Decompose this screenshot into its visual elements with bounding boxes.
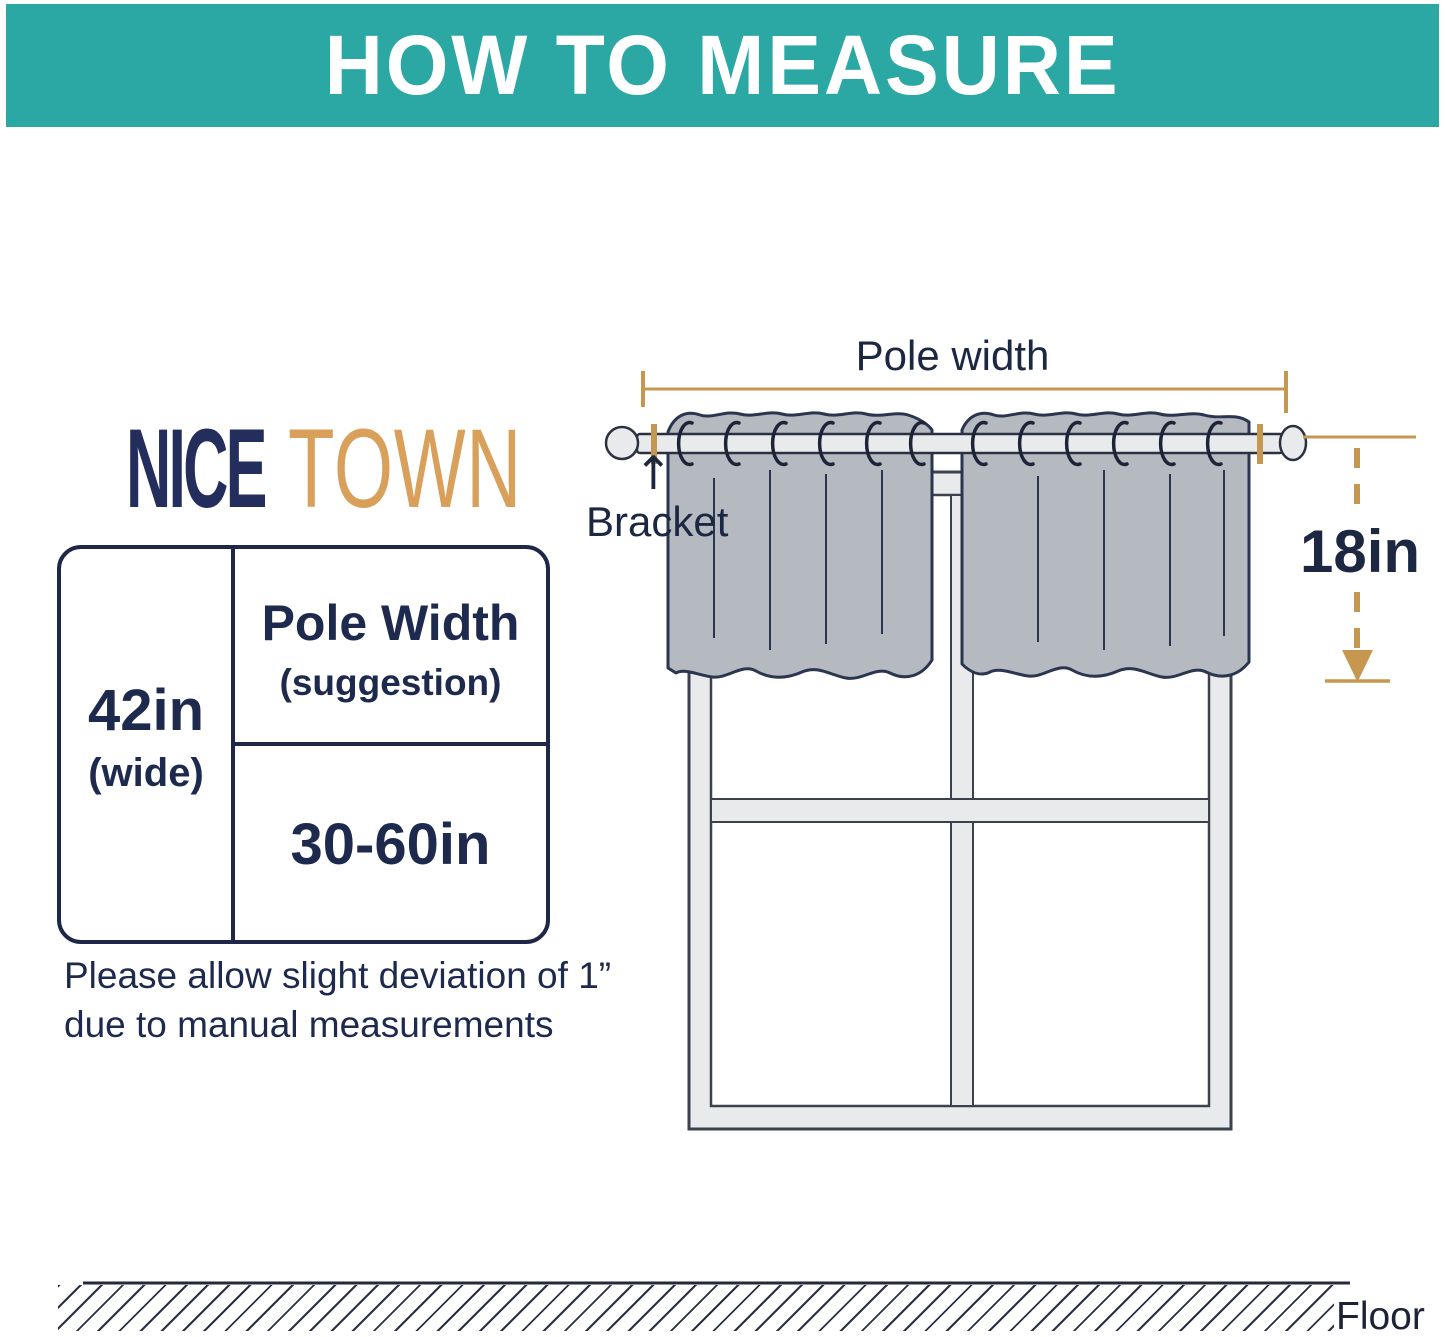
window-meeting-rail bbox=[710, 798, 1210, 823]
bracket-label: Bracket bbox=[586, 498, 729, 545]
curtain-hooks bbox=[676, 420, 1223, 467]
measurement-note-line2: due to manual measurements bbox=[64, 1003, 554, 1045]
arrow-up-icon: ↑ bbox=[634, 446, 673, 500]
pole-width-qualifier: (suggestion) bbox=[279, 662, 502, 703]
brand-logo-town: TOWN bbox=[288, 406, 522, 531]
curtain-panel-right bbox=[960, 411, 1251, 679]
height-dimension-label: 18in bbox=[1300, 518, 1421, 585]
table-vertical-divider bbox=[231, 547, 235, 942]
floor-label: Floor bbox=[1336, 1295, 1425, 1337]
measurement-note-line1: Please allow slight deviation of 1” bbox=[64, 955, 612, 996]
floor-hatching bbox=[58, 1285, 1334, 1331]
pole-width-dimension-label: Pole width bbox=[855, 332, 1050, 379]
arrow-down-icon bbox=[1342, 650, 1373, 682]
banner: HOW TO MEASURE bbox=[6, 4, 1439, 127]
rod-finial-left bbox=[604, 425, 640, 461]
curtain-fold-lines-left bbox=[713, 470, 883, 650]
curtain-width-qualifier: (wide) bbox=[88, 751, 204, 795]
curtain-panel-left bbox=[666, 411, 934, 680]
curtain-rod bbox=[604, 424, 1308, 462]
curtain-width-value: 42in bbox=[87, 678, 205, 743]
curtain-fold-lines-right bbox=[1037, 470, 1225, 650]
table-horizontal-divider bbox=[235, 742, 546, 746]
bracket-mark-right bbox=[1257, 424, 1263, 464]
pole-width-range: 30-60in bbox=[290, 812, 491, 877]
brand-logo-nice: NICE bbox=[126, 406, 267, 531]
pole-width-title: Pole Width bbox=[261, 595, 520, 651]
measurement-note: Please allow slight deviation of 1” due … bbox=[64, 952, 611, 1050]
rod-finial-right bbox=[1278, 424, 1308, 462]
pole-width-dimension-line bbox=[641, 371, 1288, 413]
bracket-mark-left bbox=[651, 424, 657, 464]
size-spec-table: 42in (wide) Pole Width (suggestion) 30-6… bbox=[57, 545, 550, 944]
page-title: HOW TO MEASURE bbox=[324, 18, 1121, 112]
height-dimension-line bbox=[1303, 435, 1416, 683]
